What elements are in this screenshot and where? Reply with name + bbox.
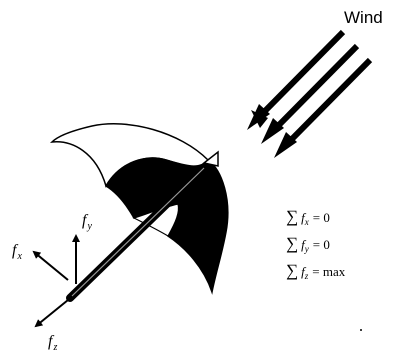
equation-fz: ∑fz= max <box>286 261 346 281</box>
force-arrows-icon <box>32 234 80 328</box>
wind-arrows-icon <box>247 29 373 158</box>
equation-fy: ∑fy= 0 <box>286 234 330 254</box>
wind-label: Wind <box>344 8 383 27</box>
fz-arrow <box>34 299 69 328</box>
fx-arrow <box>32 250 69 281</box>
fx-label: fx <box>12 242 22 262</box>
umbrella-icon <box>49 123 229 302</box>
equation-fx: ∑fx= 0 <box>286 207 330 227</box>
wind-arrow-1 <box>247 29 346 130</box>
equations: ∑fx= 0 ∑fy= 0 ∑fz= max <box>286 207 346 281</box>
wind-arrow-3 <box>274 57 373 158</box>
fy-label: fy <box>82 212 92 232</box>
wind-arrow-2 <box>261 43 360 144</box>
umbrella-tip <box>202 150 219 167</box>
fz-label: fz <box>48 333 57 353</box>
stray-dot <box>360 329 362 331</box>
